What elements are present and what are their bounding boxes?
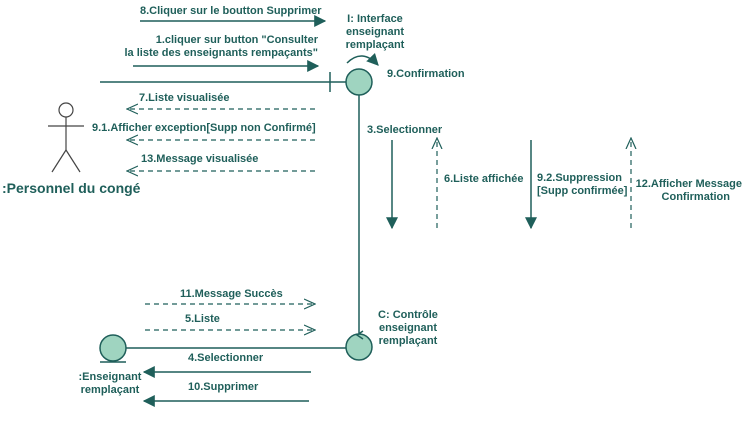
control-label-line2: enseignant: [379, 322, 437, 334]
msg-m5: 5.Liste: [185, 313, 220, 325]
control-circle: [345, 333, 373, 361]
control-label-line3: remplaçant: [379, 335, 438, 347]
msg-m91: 9.1.Afficher exception[Supp non Confirmé…: [92, 122, 316, 134]
interface-object: [345, 53, 379, 96]
interface-label-line3: remplaçant: [346, 39, 405, 51]
msg-m13: 13.Message visualisée: [141, 153, 258, 165]
msg-m1-line2: la liste des enseignants rempaçants": [124, 47, 318, 59]
interface-label-line1: I: Interface: [347, 13, 403, 25]
actor-personnel: [48, 102, 84, 173]
msg-m9: 9.Confirmation: [387, 68, 465, 80]
actor-label: :Personnel du congé: [2, 180, 141, 196]
entity-circle: [99, 334, 127, 362]
interface-label-line2: enseignant: [346, 26, 404, 38]
entity-label-line2: remplaçant: [81, 384, 140, 396]
actor-leg-right: [65, 149, 81, 173]
interface-circle: [345, 68, 373, 96]
self-loop-arc: [346, 53, 379, 66]
msg-m4: 4.Selectionner: [188, 352, 264, 364]
msg-m7: 7.Liste visualisée: [139, 92, 230, 104]
msg-m92-line1: 9.2.Suppression: [537, 172, 622, 184]
control-label-line1: C: Contrôle: [378, 309, 438, 321]
msg-m6: 6.Liste affichée: [444, 173, 523, 185]
entity-label-line1: :Enseignant: [79, 371, 142, 383]
actor-head: [58, 102, 74, 118]
msg-m3: 3.Selectionner: [367, 124, 443, 136]
control-arrow-mark: [355, 330, 364, 340]
msg-m1-line1: 1.cliquer sur button "Consulter: [156, 34, 319, 46]
msg-m8: 8.Cliquer sur le boutton Supprimer: [140, 5, 322, 17]
msg-m11: 11.Message Succès: [180, 288, 283, 300]
msg-m10: 10.Supprimer: [188, 381, 259, 393]
msg-m12-line1: 12.Afficher Message: [636, 178, 742, 190]
entity-object: [99, 334, 127, 363]
msg-m92-line2: [Supp confirmée]: [537, 185, 628, 197]
actor-leg-left: [51, 149, 67, 173]
msg-m12-line2: Confirmation: [662, 191, 731, 203]
control-object: [345, 330, 373, 361]
